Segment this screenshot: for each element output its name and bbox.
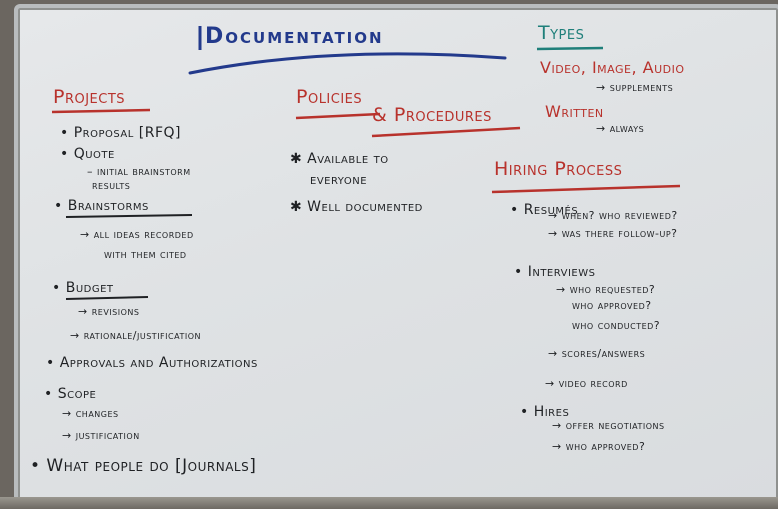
projects-budget-sub1: → revisions	[78, 305, 140, 318]
projects-brainstorms: • Brainstorms	[54, 198, 149, 214]
types-written: Written	[545, 102, 604, 121]
types-underline	[536, 46, 604, 51]
projects-brainstorms-sub2: with them cited	[104, 248, 187, 261]
projects-heading: Projects	[53, 86, 126, 108]
procedures-underline	[371, 126, 521, 138]
hiring-hires: • Hires	[520, 404, 570, 420]
projects-scope-sub2: → justification	[62, 429, 140, 442]
hiring-hires-sub1: → offer negotiations	[552, 419, 665, 432]
hiring-resumes-sub2: → was there follow-up?	[548, 227, 678, 240]
types-media-sub: → supplements	[596, 81, 674, 94]
hiring-hires-sub2: → who approved?	[552, 440, 646, 453]
projects-underline	[51, 108, 151, 114]
hiring-underline	[491, 184, 681, 194]
types-heading: Types	[538, 22, 585, 44]
projects-brainstorms-sub1: → all ideas recorded	[80, 228, 194, 241]
hiring-interviews-sub2: who approved?	[572, 299, 652, 312]
projects-proposal: • Proposal [RFQ]	[60, 125, 181, 141]
policies-item-documented: ✱ Well documented	[290, 199, 423, 215]
policies-item-everyone: everyone	[310, 172, 368, 188]
policies-item-available: ✱ Available to	[290, 151, 389, 167]
policies-heading: Policies	[296, 86, 363, 108]
projects-people: • What people do [Journals]	[30, 456, 257, 476]
projects-budget: • Budget	[52, 280, 114, 296]
procedures-heading: & Procedures	[372, 104, 492, 126]
hiring-interviews: • Interviews	[514, 264, 596, 280]
board-title: Documentation	[205, 24, 384, 49]
hiring-interviews-sub1: → who requested?	[556, 283, 656, 296]
types-written-sub: → always	[596, 122, 645, 135]
policies-underline	[295, 112, 381, 120]
types-media: Video, Image, Audio	[540, 58, 685, 77]
hiring-heading: Hiring Process	[494, 158, 623, 180]
projects-quote: • Quote	[60, 146, 115, 162]
hiring-interviews-sub4: → scores/answers	[548, 347, 646, 360]
projects-scope-sub1: → changes	[62, 407, 119, 420]
whiteboard	[14, 4, 778, 507]
projects-quote-sub2: results	[92, 179, 131, 192]
brainstorms-underline	[65, 214, 193, 218]
projects-quote-sub1: – initial brainstorm	[87, 165, 191, 178]
hiring-interviews-sub5: → video record	[545, 377, 628, 390]
hiring-resumes-sub1: → when? who reviewed?	[548, 209, 678, 222]
marker-tray	[0, 497, 778, 509]
hiring-interviews-sub3: who conducted?	[572, 319, 661, 332]
projects-approvals: • Approvals and Authorizations	[46, 355, 258, 371]
budget-underline	[65, 296, 149, 300]
projects-budget-sub2: → rationale/justification	[70, 329, 201, 342]
projects-scope: • Scope	[44, 386, 97, 402]
hiring-resumes: • Resumés	[510, 202, 579, 218]
title-swoosh	[188, 52, 507, 75]
